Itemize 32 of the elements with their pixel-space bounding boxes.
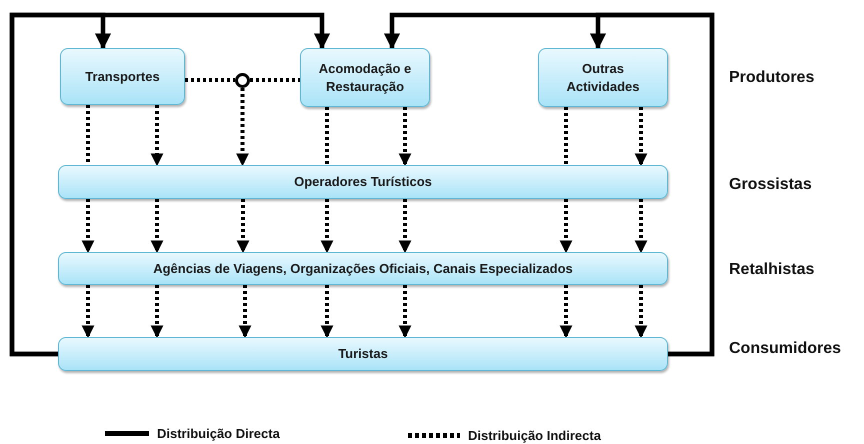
dotted-arrow [150, 105, 164, 166]
dotted-arrow [398, 107, 412, 166]
dotted-arrow [320, 199, 334, 254]
dotted-arrow [82, 199, 94, 254]
dotted-arrow [238, 285, 252, 338]
dotted-arrow [398, 199, 412, 254]
process-box: Transportes [60, 48, 185, 105]
dotted-arrow [236, 88, 249, 166]
dotted-arrow [560, 199, 572, 254]
arrow [10, 12, 330, 356]
dotted-arrow [634, 107, 648, 166]
dotted-arrow [150, 199, 164, 254]
dotted-arrow [560, 285, 572, 338]
dotted-arrow [398, 285, 412, 338]
dotted-arrow [320, 285, 334, 338]
level-label: Consumidores [729, 339, 842, 359]
legend-text: Distribuição Indirecta [468, 427, 601, 444]
process-box: Turistas [58, 337, 668, 371]
dotted-arrow [634, 285, 648, 338]
dotted-arrow [82, 285, 94, 338]
process-box: Operadores Turísticos [58, 165, 668, 199]
level-label: Produtores [729, 68, 814, 88]
process-box: Outras Actividades [538, 48, 668, 107]
dotted-arrow [150, 285, 164, 338]
legend-text: Distribuição Directa [157, 425, 280, 443]
level-label: Retalhistas [729, 260, 814, 280]
level-label: Grossistas [729, 175, 812, 195]
dotted-arrow [236, 199, 250, 254]
process-box: Agências de Viagens, Organizações Oficiais, Canais Especializados [58, 252, 668, 285]
process-box: Acomodação e Restauração [300, 48, 430, 107]
arrow [590, 12, 714, 356]
dotted-arrow [634, 199, 648, 254]
